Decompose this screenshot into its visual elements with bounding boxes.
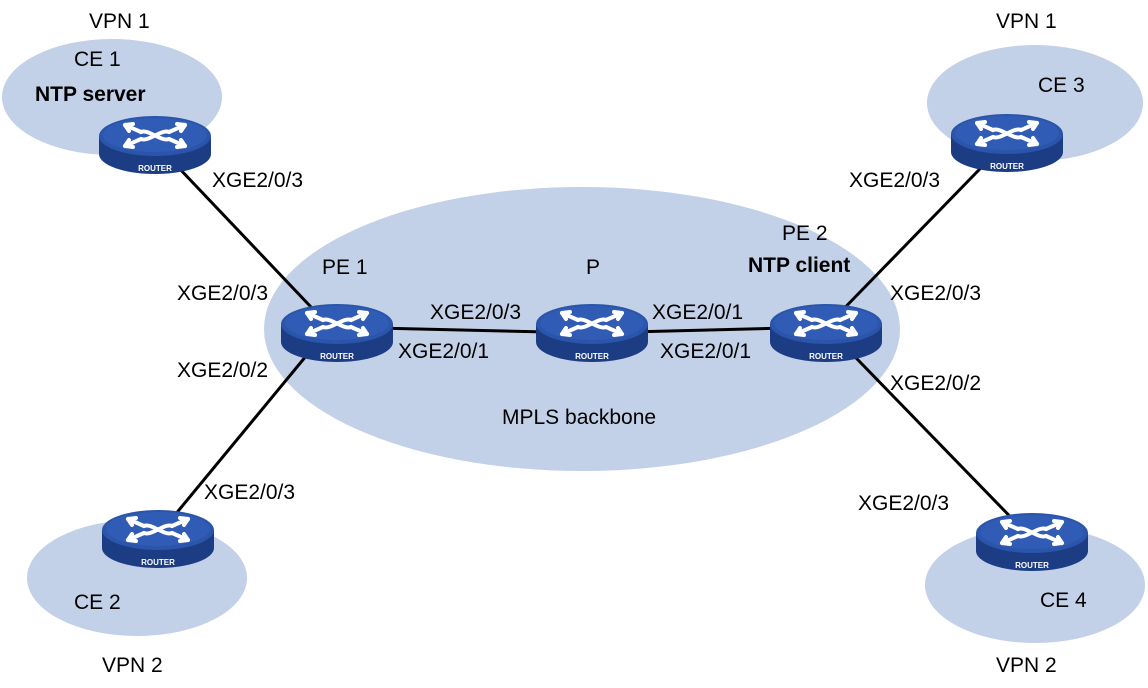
if-ce2-to-pe1: XGE2/0/3 [204, 481, 295, 504]
if-ce4-to-pe2: XGE2/0/3 [858, 492, 949, 515]
router-tag: ROUTER [809, 352, 843, 361]
router-ce3[interactable]: ROUTER [949, 112, 1065, 174]
if-ce1-to-pe1: XGE2/0/3 [212, 169, 303, 192]
if-pe2-to-ce4: XGE2/0/2 [890, 372, 981, 395]
if-ce3-to-pe2: XGE2/0/3 [849, 169, 940, 192]
router-tag: ROUTER [575, 352, 609, 361]
router-ce2[interactable]: ROUTER [100, 508, 216, 570]
router-tag: ROUTER [1015, 561, 1049, 570]
link-ce1-pe1 [156, 144, 332, 329]
mpls-backbone-label: MPLS backbone [502, 406, 656, 429]
router-pe2[interactable]: ROUTER [768, 302, 884, 364]
if-pe1-to-ce2: XGE2/0/2 [177, 359, 268, 382]
vpn2-right-label: VPN 2 [996, 654, 1057, 677]
router-tag: ROUTER [990, 162, 1024, 171]
router-ce4[interactable]: ROUTER [974, 511, 1090, 573]
router-tag: ROUTER [320, 352, 354, 361]
router-p[interactable]: ROUTER [534, 302, 650, 364]
if-p-to-pe1: XGE2/0/3 [430, 301, 521, 324]
if-pe1-to-ce1: XGE2/0/3 [177, 282, 268, 305]
vpn2-left-label: VPN 2 [102, 654, 163, 677]
vpn1-left-label: VPN 1 [89, 10, 150, 33]
link-pe1-ce2 [158, 326, 332, 534]
pe1-name: PE 1 [322, 256, 368, 279]
p-name: P [586, 256, 600, 279]
if-pe2-to-ce3: XGE2/0/3 [890, 282, 981, 305]
ce1-role: NTP server [35, 83, 146, 106]
if-p-to-pe2: XGE2/0/1 [652, 301, 743, 324]
if-pe1-to-p: XGE2/0/1 [398, 340, 489, 363]
ce3-name: CE 3 [1038, 74, 1085, 97]
link-pe2-ce3 [824, 136, 1012, 329]
router-tag: ROUTER [141, 558, 175, 567]
router-pe1[interactable]: ROUTER [279, 302, 395, 364]
pe2-name: PE 2 [782, 222, 828, 245]
ce2-name: CE 2 [74, 591, 121, 614]
vpn1-right-label: VPN 1 [996, 10, 1057, 33]
link-pe2-ce4 [824, 325, 1032, 539]
if-pe2-to-p: XGE2/0/1 [660, 340, 751, 363]
router-ce1[interactable]: ROUTER [97, 114, 213, 176]
ce4-name: CE 4 [1040, 589, 1087, 612]
pe2-role: NTP client [748, 254, 850, 277]
router-tag: ROUTER [138, 164, 172, 173]
ce1-name: CE 1 [74, 48, 121, 71]
